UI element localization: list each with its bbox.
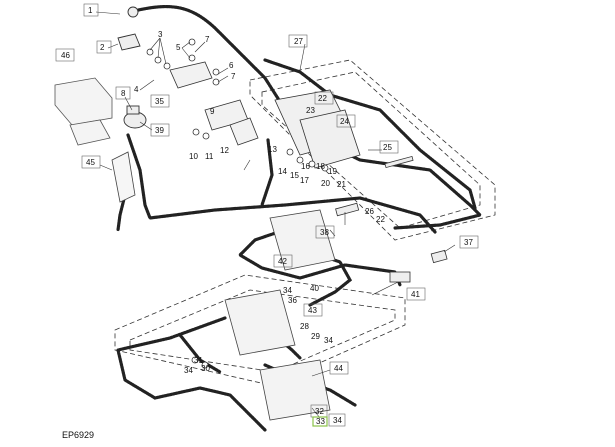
callout-29: 29 [311, 332, 320, 341]
callout-34c: 34 [184, 366, 193, 375]
component-41-connector [389, 271, 411, 283]
callout-45: 45 [86, 158, 95, 167]
callout-1: 1 [88, 6, 93, 15]
callout-11: 11 [205, 152, 214, 161]
figure-id: EP6929 [62, 430, 94, 440]
callout-20: 20 [321, 179, 330, 188]
callout-13: 13 [268, 145, 277, 154]
component-8-switch [123, 105, 147, 129]
callout-34b: 34 [324, 336, 333, 345]
callout-7b: 7 [231, 72, 236, 81]
callout-31: 31 [194, 356, 203, 365]
component-26-solenoid [335, 202, 360, 217]
bracket-assembly-upper [169, 61, 259, 146]
callout-19: 19 [328, 167, 337, 176]
callout-21: 21 [337, 180, 346, 189]
callout-22a: 22 [318, 94, 327, 103]
callouts: 1 2 3 5 7 6 7 46 4 35 8 39 9 10 11 12 45… [61, 6, 473, 426]
callout-10: 10 [189, 152, 198, 161]
callout-41: 41 [411, 290, 420, 299]
dashed-outline-lower [114, 274, 406, 386]
callout-8: 8 [121, 89, 126, 98]
callout-26: 26 [365, 207, 374, 216]
callout-40: 40 [310, 284, 319, 293]
callout-6: 6 [229, 61, 234, 70]
callout-24: 24 [340, 117, 349, 126]
callout-5: 5 [176, 43, 181, 52]
callout-32: 32 [315, 407, 324, 416]
callout-44: 44 [334, 364, 343, 373]
callout-46: 46 [61, 51, 70, 60]
callout-18: 18 [316, 162, 325, 171]
callout-23: 23 [306, 106, 315, 115]
callout-33: 33 [316, 417, 325, 426]
component-2-connector [117, 33, 141, 51]
callout-34d: 34 [333, 416, 342, 425]
small-fasteners [146, 38, 329, 369]
callout-38: 38 [320, 228, 329, 237]
component-37-connector [430, 249, 448, 264]
callout-17: 17 [300, 176, 309, 185]
callout-9: 9 [210, 107, 215, 116]
component-46-housing [54, 77, 113, 146]
callout-16: 16 [301, 162, 310, 171]
callout-34a: 34 [283, 286, 292, 295]
callout-36: 36 [288, 296, 297, 305]
component-45-sensor [111, 151, 136, 203]
callout-2: 2 [100, 43, 105, 52]
callout-43: 43 [308, 306, 317, 315]
callout-3: 3 [158, 30, 163, 39]
component-25-bolt [384, 155, 414, 169]
callout-27: 27 [294, 37, 303, 46]
callout-7a: 7 [205, 35, 210, 44]
callout-boxes [55, 3, 479, 427]
callout-4: 4 [134, 85, 139, 94]
callout-37: 37 [464, 238, 473, 247]
callout-15: 15 [290, 171, 299, 180]
callout-25: 25 [383, 143, 392, 152]
callout-39: 39 [155, 126, 164, 135]
callout-14: 14 [278, 167, 287, 176]
callout-28: 28 [300, 322, 309, 331]
callout-30: 30 [201, 364, 210, 373]
dashed-outline-upper [249, 59, 496, 241]
callout-35: 35 [155, 97, 164, 106]
callout-12: 12 [220, 146, 229, 155]
valve-block-lower [224, 289, 296, 356]
leader-lines [95, 11, 456, 419]
callout-42: 42 [278, 257, 287, 266]
callout-22b: 22 [376, 215, 385, 224]
highlight-mark [312, 416, 328, 427]
component-1-plug [127, 6, 139, 18]
valve-block-upper [274, 89, 361, 169]
